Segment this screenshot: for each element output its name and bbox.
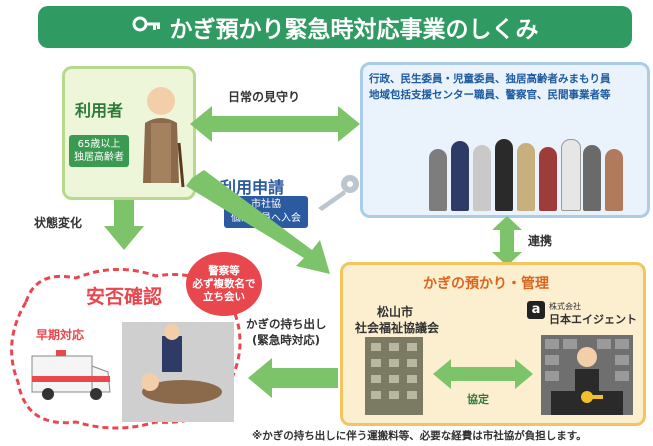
police-bubble-line3: 立ち会い (203, 290, 245, 303)
watchers-line2: 地域包括支援センター職員、警察官、民間事業者等 (369, 89, 611, 101)
user-sub-line2: 独居高齢者 (74, 152, 124, 163)
apply-label: 利用申請 (220, 178, 285, 197)
key-icon (132, 14, 162, 40)
key-cabinet-illustration (541, 335, 633, 415)
org1-line2: 社会福祉協議会 (355, 321, 440, 335)
police-bubble: 警察等 必ず複数名で 立ち会い (186, 252, 262, 316)
agreement-label: 協定 (467, 393, 489, 406)
carry-out-line1: かぎの持ち出し (246, 317, 327, 331)
watchers-line1: 行政、民生委員・児童委員、独居高齢者みまもり員 (369, 73, 611, 85)
user-sub-line1: 65歳以上 (77, 139, 121, 150)
title-banner: かぎ預かり緊急時対応事業のしくみ (38, 6, 632, 48)
carry-out-arrow (248, 358, 338, 398)
carry-out-line2: (緊急時対応) (252, 333, 321, 347)
status-change-arrow (104, 200, 144, 250)
apply-tag-line1: 市社協 (251, 199, 281, 210)
police-bubble-line2: 必ず複数名で (192, 277, 256, 290)
user-box: 利用者 65歳以上 独居高齢者 (62, 66, 196, 200)
user-label: 利用者 (75, 101, 124, 120)
key-illustration (312, 172, 362, 216)
storage-label: かぎの預かり・管理 (423, 276, 549, 292)
org2-name: 日本エイジェント (549, 313, 637, 326)
early-response-label: 早期対応 (36, 328, 85, 342)
safety-check-area: 安否確認 早期対応 (6, 262, 246, 434)
page-title: かぎ預かり緊急時対応事業のしくみ (169, 17, 539, 43)
footnote: ※かぎの持ち出しに伴う運搬料等、必要な経費は市社協が負担します。 (252, 430, 587, 442)
org2-small-label: 株式会社 (549, 302, 581, 311)
agreement-arrow (433, 359, 533, 389)
user-sub-label: 65歳以上 独居高齢者 (69, 135, 129, 167)
agent-logo-icon: a (527, 301, 545, 319)
coordination-label: 連携 (528, 234, 553, 248)
watchers-box: 行政、民生委員・児童委員、独居高齢者みまもり員 地域包括支援センター職員、警察官… (360, 62, 650, 218)
daily-watch-label: 日常の見守り (228, 90, 301, 104)
org1-line1: 松山市 (377, 305, 414, 319)
police-bubble-line1: 警察等 (208, 264, 240, 277)
emergency-scene-illustration (122, 322, 234, 422)
apply-arrow (186, 170, 336, 280)
status-change-label: 状態変化 (34, 216, 83, 230)
building-illustration (365, 337, 423, 415)
safety-label: 安否確認 (86, 286, 163, 308)
coordination-arrow (492, 216, 522, 266)
watchers-group-illustration (429, 119, 639, 211)
ambulance-illustration (30, 346, 114, 406)
elderly-person-illustration (133, 83, 189, 195)
key-storage-box: かぎの預かり・管理 松山市 社会福祉協議会 a 株式会社 日本エイジェント (340, 262, 646, 426)
daily-watch-arrow (190, 104, 360, 144)
